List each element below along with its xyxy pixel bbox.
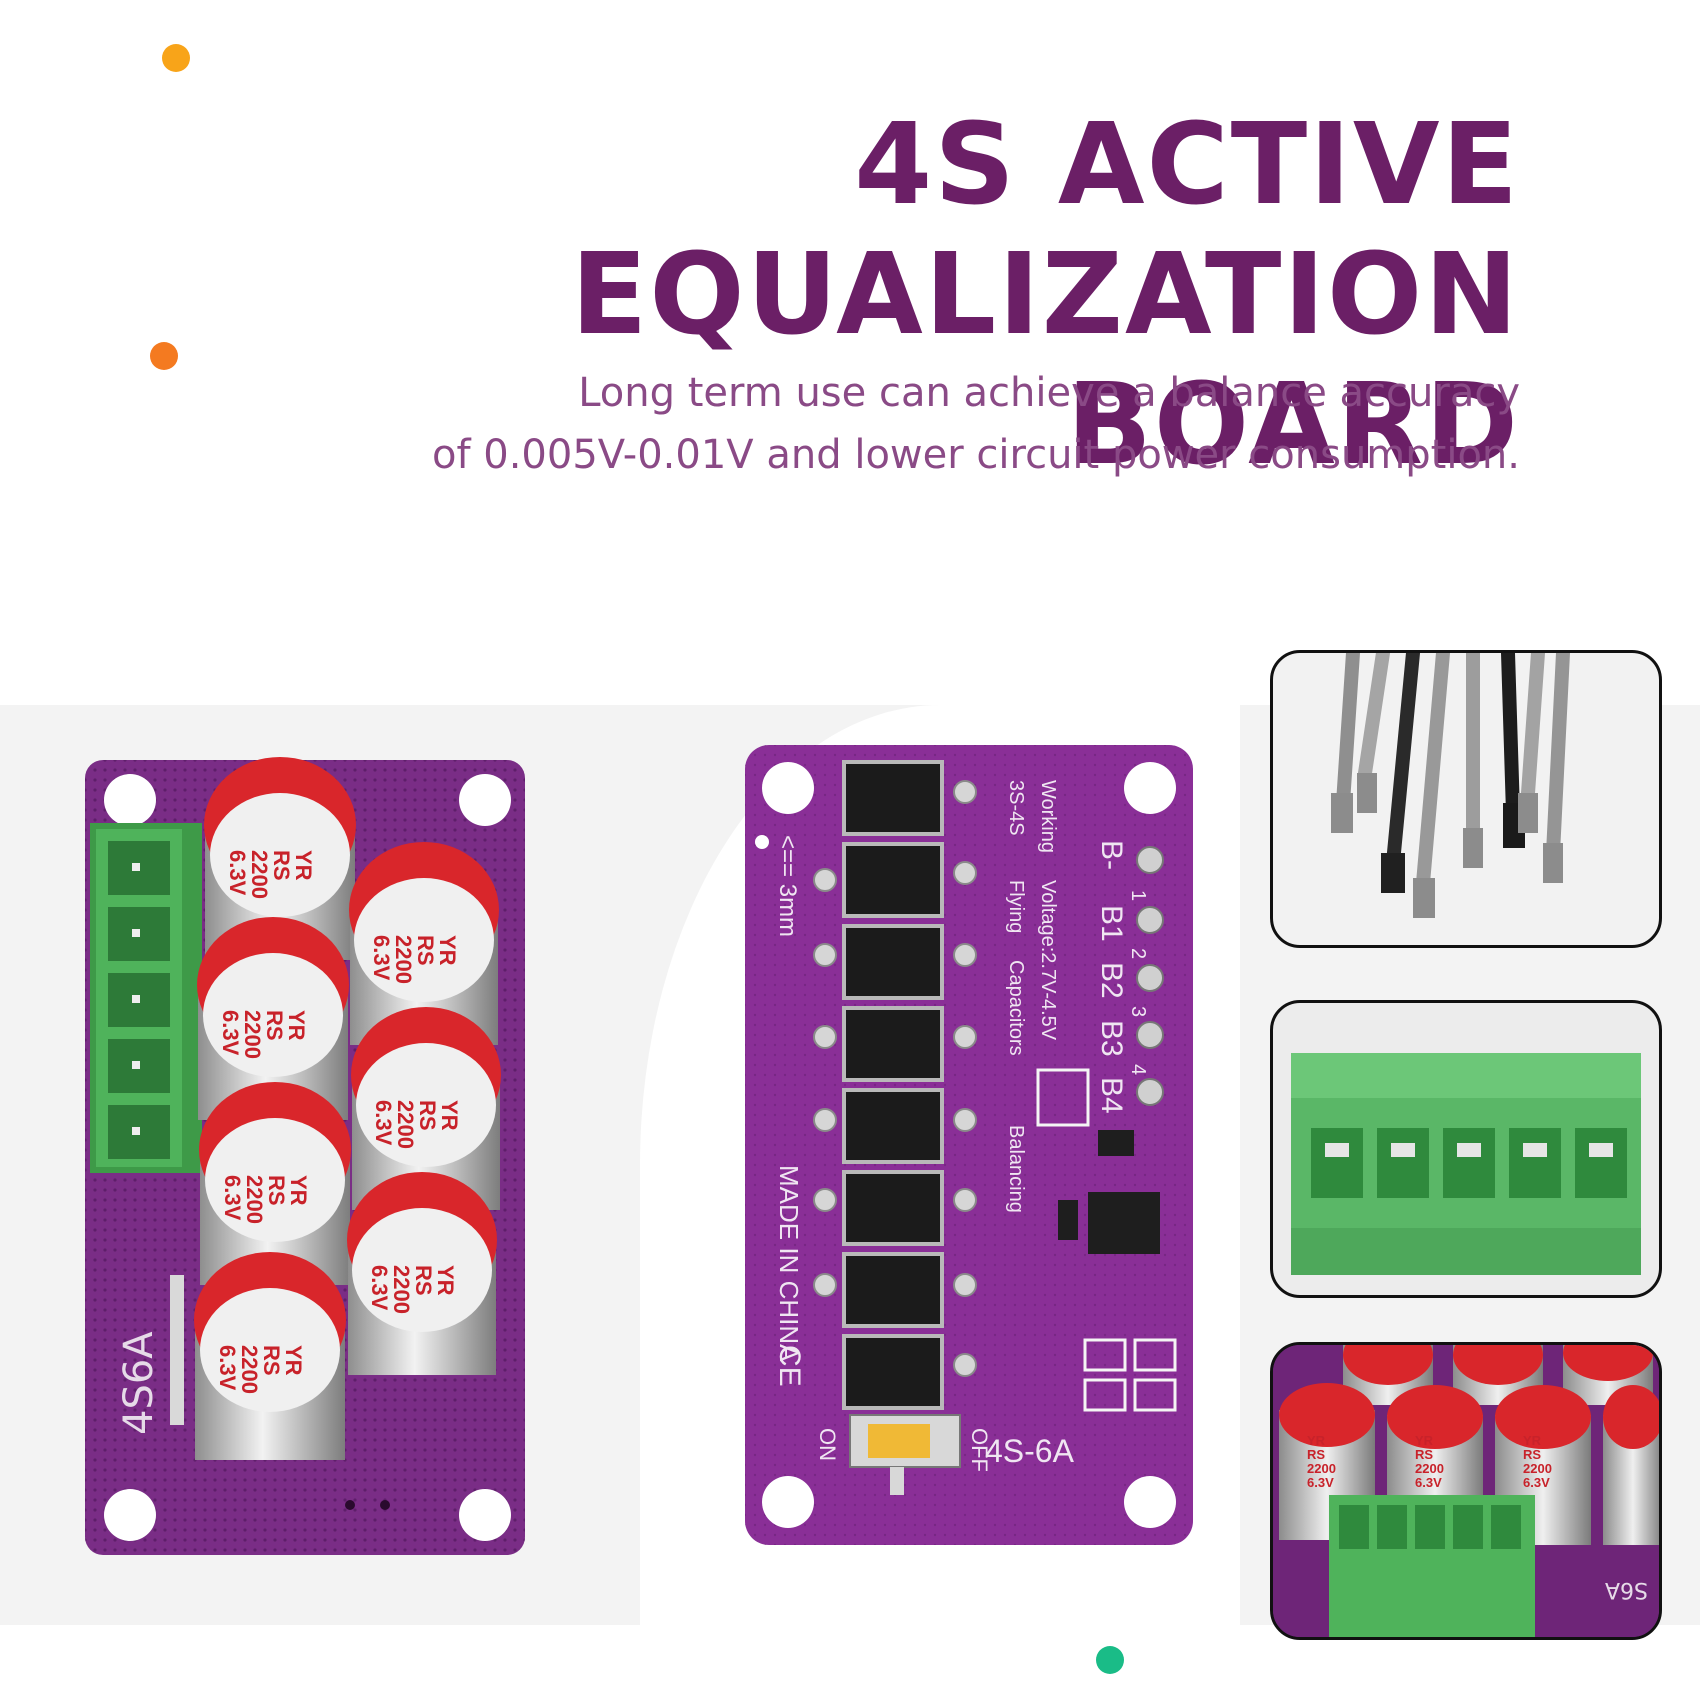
switch-on-label: ON xyxy=(815,1428,840,1461)
detail-panel-capacitors: YR RS 2200 6.3V YR RS 2200 6.3V YR RS 22… xyxy=(1270,1342,1662,1640)
cap-text: RS xyxy=(1415,1447,1433,1462)
cap-text: 2200 xyxy=(389,1265,414,1314)
cap-text: 6.3V xyxy=(225,850,250,896)
cap-text: 6.3V xyxy=(1415,1475,1442,1490)
cap-text: 2200 xyxy=(1307,1461,1336,1476)
accent-dot-yellow xyxy=(162,44,190,72)
pin-label: B4 xyxy=(1095,1077,1128,1114)
mount-hole xyxy=(1124,1476,1176,1528)
mosfet-array xyxy=(842,760,944,1410)
cap-text: RS xyxy=(262,1010,287,1041)
wire-bundle-image xyxy=(1331,653,1570,918)
title-line-2: EQUALIZATION BOARD xyxy=(570,230,1520,490)
cap-text: YR xyxy=(281,1345,306,1376)
cap-text: 6.3V xyxy=(1523,1475,1550,1490)
cap-text: 2200 xyxy=(242,1175,267,1224)
cell-number: 2 xyxy=(1127,948,1149,959)
cell-number: 4 xyxy=(1127,1064,1149,1075)
cap-text: RS xyxy=(269,850,294,881)
mount-hole xyxy=(762,1476,814,1528)
accent-dot-orange xyxy=(150,342,178,370)
cap-text: YR xyxy=(1415,1433,1434,1448)
cap-text: RS xyxy=(264,1175,289,1206)
mount-hole xyxy=(104,774,156,826)
mounting-note: <== 3mm xyxy=(774,835,801,937)
spec-working: Working xyxy=(1037,780,1059,853)
pin-label: B2 xyxy=(1095,962,1128,999)
spec-series: 3S-4S xyxy=(1005,780,1027,836)
spec-capacitors: Capacitors xyxy=(1005,960,1027,1056)
controller-ic xyxy=(1088,1192,1160,1254)
cap-text: 2200 xyxy=(393,1100,418,1149)
mount-hole xyxy=(459,774,511,826)
detail-panel-wires xyxy=(1270,650,1662,948)
title-line-1: 4S ACTIVE xyxy=(854,100,1520,230)
cap-text: RS xyxy=(415,1100,440,1131)
model-label: 4S-6A xyxy=(985,1433,1075,1469)
mount-hole xyxy=(1124,762,1176,814)
mount-hole xyxy=(459,1489,511,1541)
cap-text: RS xyxy=(411,1265,436,1296)
cap-text: 6.3V xyxy=(215,1345,240,1391)
ce-mark: CE xyxy=(773,1345,806,1387)
pin-label: B1 xyxy=(1095,905,1128,942)
origin-text: MADE IN CHINA xyxy=(774,1165,804,1362)
subtitle-line-1: Long term use can achieve a balance accu… xyxy=(578,370,1520,416)
cap-text: RS xyxy=(259,1345,284,1376)
capacitor xyxy=(347,1172,497,1375)
cap-text: YR xyxy=(1523,1433,1542,1448)
cell-number: 3 xyxy=(1127,1006,1149,1017)
cap-text: YR xyxy=(435,935,460,966)
subtitle-line-2: of 0.005V-0.01V and lower circuit power … xyxy=(432,432,1520,478)
spec-voltage: Voltage:2.7V-4.5V xyxy=(1037,880,1059,1041)
cap-text: 6.3V xyxy=(1307,1475,1334,1490)
capacitor xyxy=(204,757,356,960)
cell-number: 1 xyxy=(1127,890,1149,901)
board-label-mirrored: S6A xyxy=(1605,1577,1648,1602)
cap-text: YR xyxy=(437,1100,462,1131)
board-label: 4S6A xyxy=(116,1331,162,1435)
detail-panel-terminal xyxy=(1270,1000,1662,1298)
cap-text: 2200 xyxy=(1415,1461,1444,1476)
mount-hole xyxy=(104,1489,156,1541)
cap-text: YR xyxy=(284,1010,309,1041)
cap-text: 6.3V xyxy=(220,1175,245,1221)
cap-text: 2200 xyxy=(247,850,272,899)
capacitor xyxy=(197,917,349,1120)
cap-text: YR xyxy=(291,850,316,881)
cap-text: 6.3V xyxy=(367,1265,392,1311)
cap-text: 6.3V xyxy=(371,1100,396,1146)
cap-text: YR xyxy=(1307,1433,1326,1448)
terminal-block xyxy=(90,823,202,1173)
board-component-side: B- B1 B2 B3 B4 1 2 3 4 Working Voltage:2… xyxy=(745,745,1193,1545)
terminal-closeup-image xyxy=(1291,1053,1641,1275)
accent-dot-green xyxy=(1096,1646,1124,1674)
spec-balancing: Balancing xyxy=(1005,1125,1027,1213)
cap-text: 2200 xyxy=(1523,1461,1552,1476)
pin-label: B- xyxy=(1095,840,1128,870)
cap-text: 2200 xyxy=(391,935,416,984)
page-title: 4S ACTIVE EQUALIZATION BOARD xyxy=(120,100,1520,490)
board-capacitor-side: 4S6A YR RS 2200 xyxy=(85,757,525,1555)
cap-text: RS xyxy=(1523,1447,1541,1462)
capacitor xyxy=(199,1082,351,1285)
switch-off-label: OFF xyxy=(967,1428,992,1472)
spec-flying: Flying xyxy=(1005,880,1027,933)
mount-hole xyxy=(762,762,814,814)
cap-text: 6.3V xyxy=(369,935,394,981)
cap-text: 2200 xyxy=(240,1010,265,1059)
power-switch xyxy=(849,1414,961,1495)
cap-text: YR xyxy=(433,1265,458,1296)
page-subtitle: Long term use can achieve a balance accu… xyxy=(320,362,1520,486)
capacitor xyxy=(194,1252,346,1460)
capacitor-closeup-image: YR RS 2200 6.3V YR RS 2200 6.3V YR RS 22… xyxy=(1273,1345,1659,1637)
cap-text: YR xyxy=(286,1175,311,1206)
cap-text: RS xyxy=(413,935,438,966)
cap-text: 6.3V xyxy=(218,1010,243,1056)
pin-label: B3 xyxy=(1095,1020,1128,1057)
cap-text: 2200 xyxy=(237,1345,262,1394)
cap-text: RS xyxy=(1307,1447,1325,1462)
